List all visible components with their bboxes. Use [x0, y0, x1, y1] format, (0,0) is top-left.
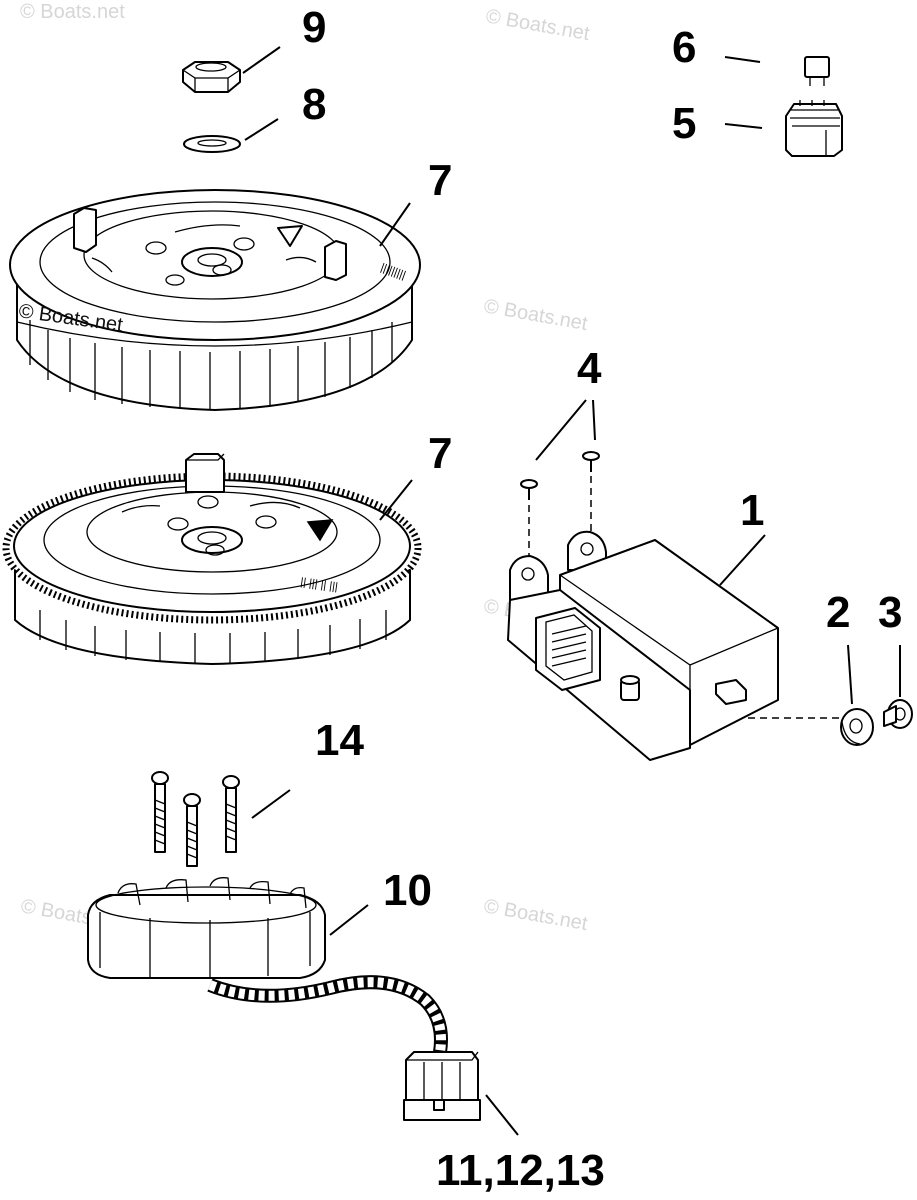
fuse-part-6 [804, 56, 830, 86]
connector-part-11-12-13 [403, 1051, 481, 1121]
watermark: © Boats.net [20, 1, 125, 23]
callout-2: 2 [826, 588, 850, 637]
callout-11-12-13: 11,12,13 [436, 1146, 605, 1195]
watermark: © Boats.net [482, 295, 589, 335]
stator-part-10 [87, 877, 448, 1054]
callout-7-bottom: 7 [428, 429, 452, 478]
flywheel-bottom-part-7: || ||| || ||| [2, 453, 422, 665]
callout-4: 4 [577, 344, 602, 393]
washer-part-8 [183, 135, 241, 153]
watermark: © Boats.net [482, 895, 589, 935]
ecm-module-part-1 [507, 530, 779, 761]
callout-5: 5 [672, 99, 696, 148]
bolts-part-14 [151, 771, 240, 867]
screws-part-4 [520, 451, 600, 500]
callout-8: 8 [302, 80, 326, 129]
sleeve-part-3 [883, 699, 913, 729]
svg-text:|| ||| || |||: || ||| || ||| [300, 576, 339, 593]
callout-3: 3 [878, 588, 902, 637]
callout-1: 1 [740, 486, 764, 535]
callout-7-top: 7 [428, 156, 452, 205]
callout-10: 10 [383, 866, 432, 915]
watermark: © Boats.net [484, 5, 591, 45]
grommet-part-2 [840, 708, 874, 746]
nut-part-9 [182, 61, 241, 93]
callout-9: 9 [302, 3, 326, 52]
callout-14: 14 [315, 716, 364, 765]
flywheel-top-part-7: ||||||||| [9, 189, 421, 411]
callout-6: 6 [672, 23, 696, 72]
fuse-holder-part-5 [785, 100, 843, 157]
